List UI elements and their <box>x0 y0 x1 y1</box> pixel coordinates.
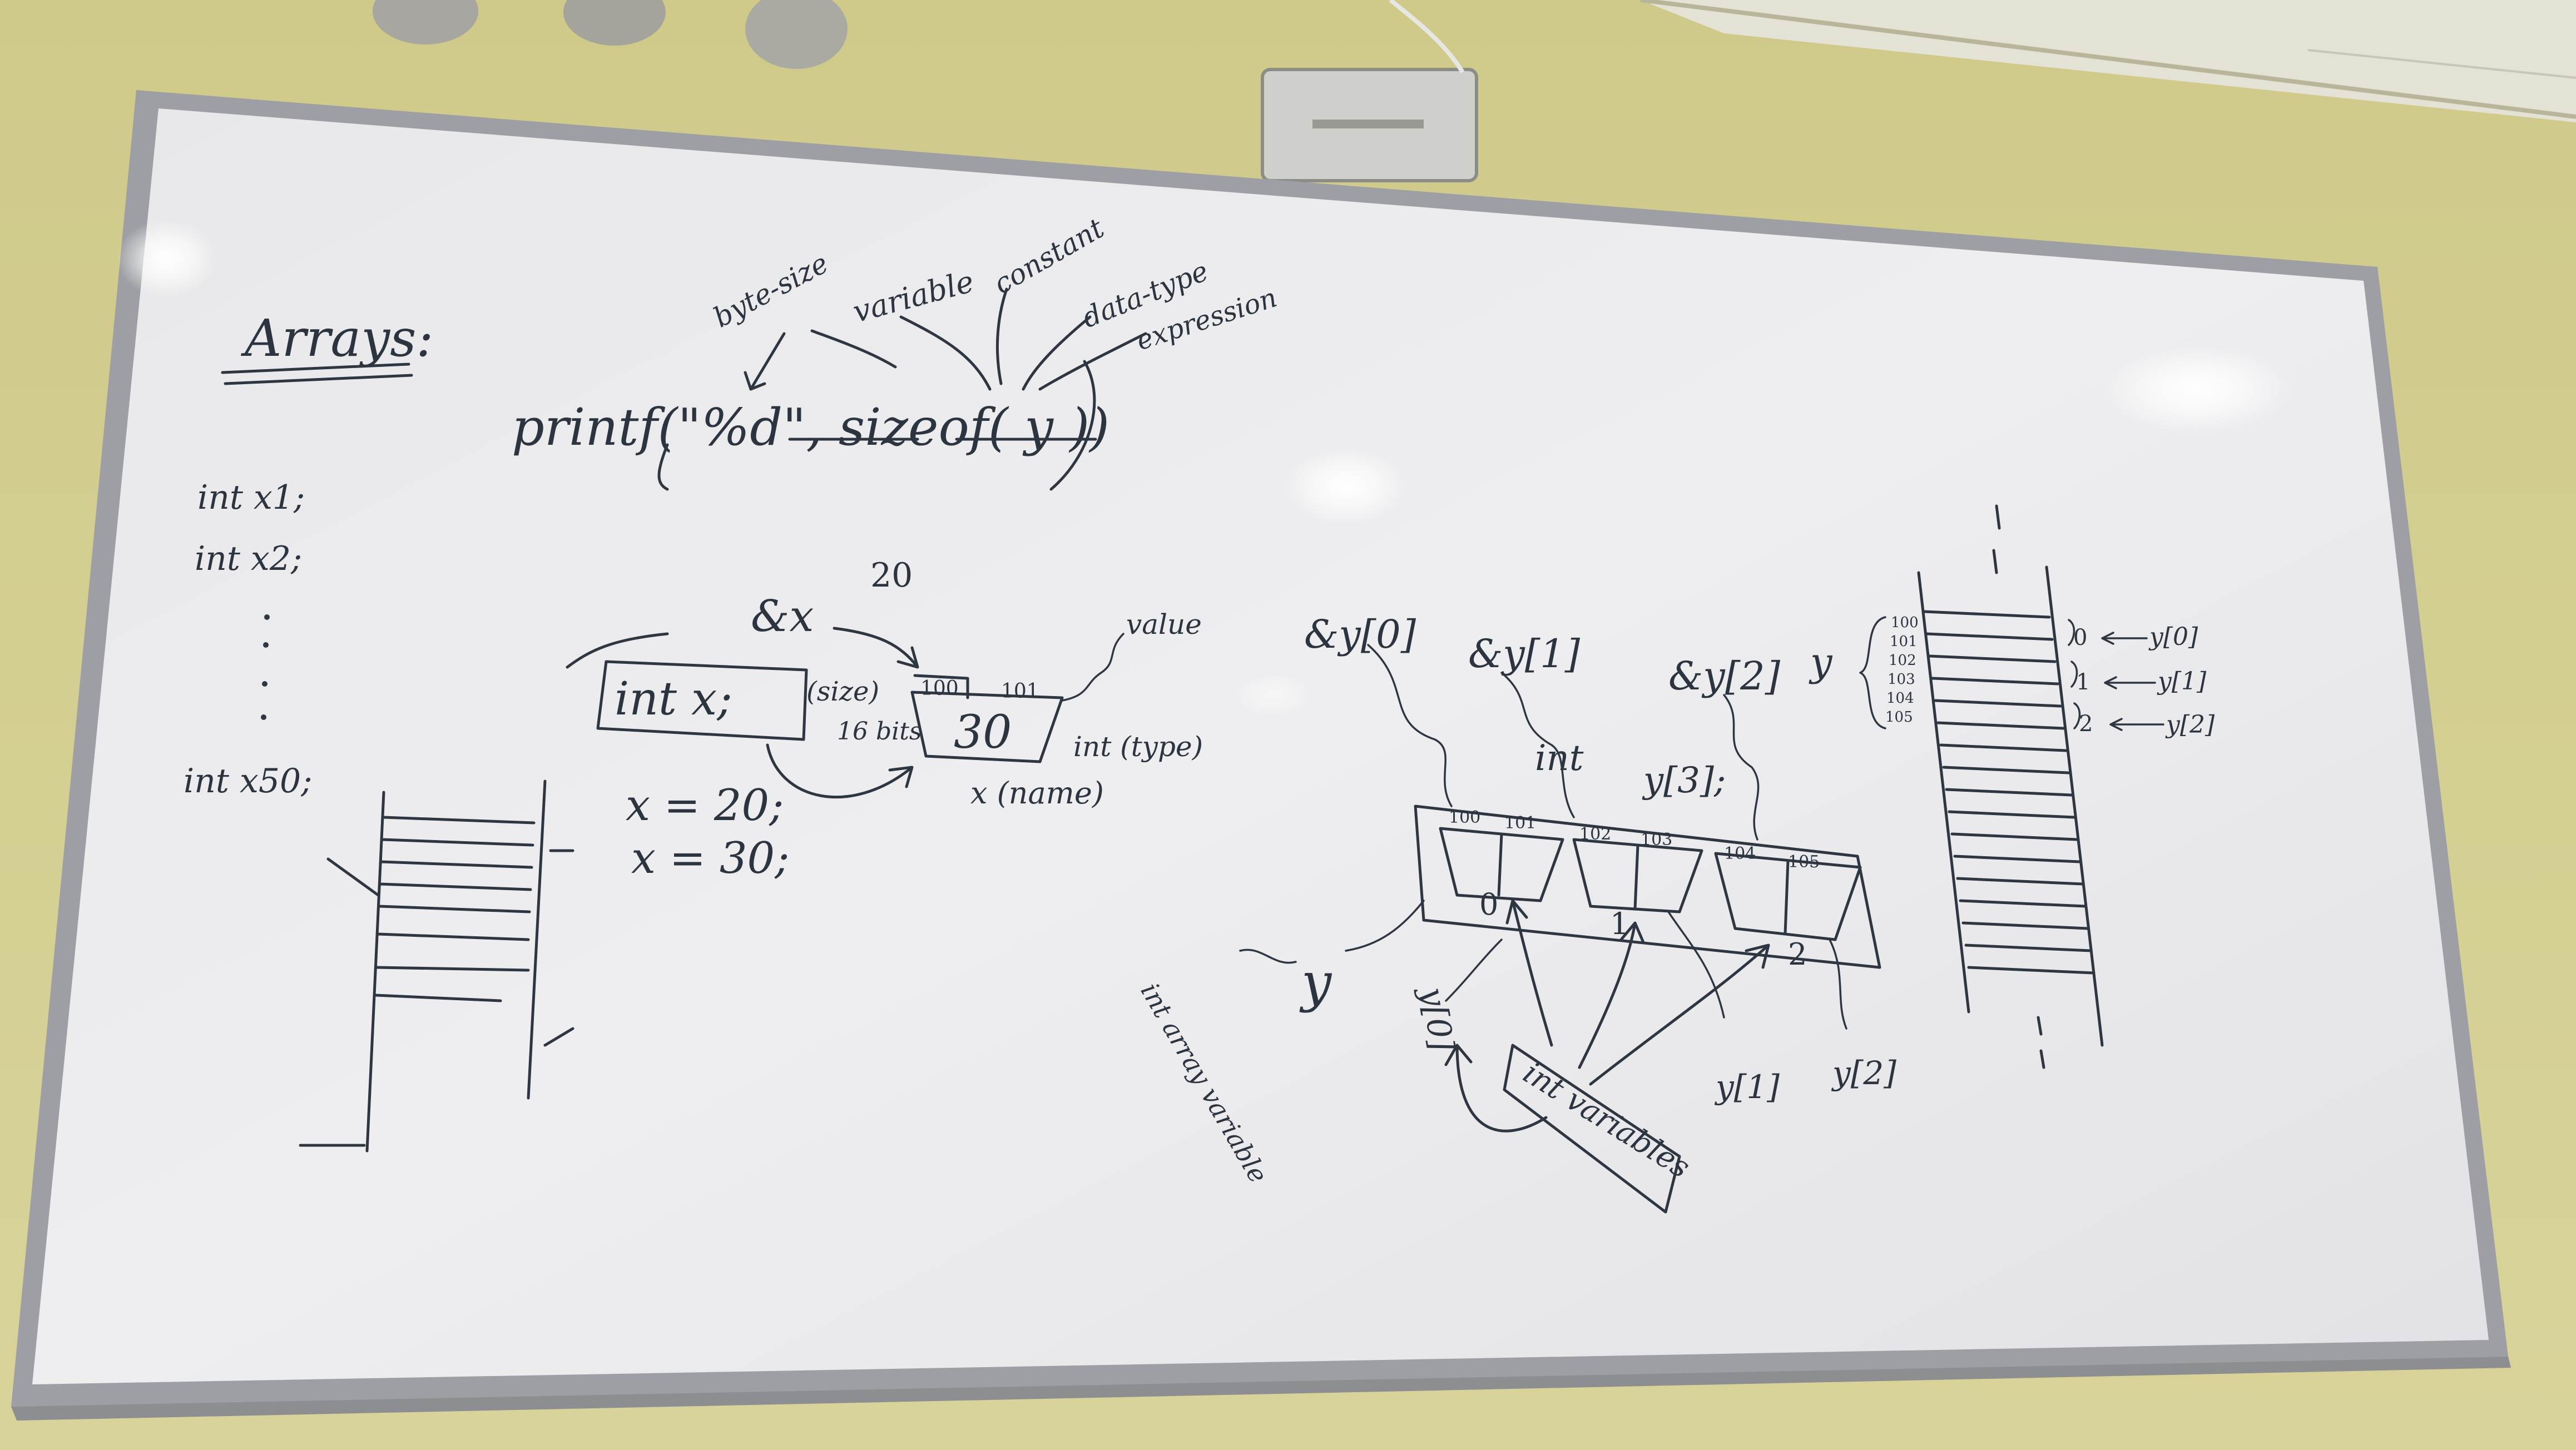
right-memory-column <box>1917 504 2104 1069</box>
array-index-1: 1 <box>1610 906 1629 941</box>
mem-addr-102: 102 <box>1889 652 1916 669</box>
declaration-box <box>566 632 808 741</box>
dot-3 <box>262 681 267 687</box>
glare-left <box>117 220 217 297</box>
name-label: x (name) <box>970 776 1104 811</box>
element-squiggles <box>1667 911 1847 1030</box>
ceiling-edge <box>1640 0 2576 119</box>
left-memory-column <box>299 779 574 1153</box>
decl-x1: int x1; <box>197 478 305 517</box>
memory-brace <box>1859 616 1886 729</box>
array-addr-102: 102 <box>1579 825 1611 844</box>
array-addr-105: 105 <box>1788 852 1820 872</box>
array-y-variable: y <box>1299 951 1332 1014</box>
array-cell-2 <box>1714 852 1862 941</box>
element-label-y2: y[2] <box>1831 1054 1896 1092</box>
dot-1 <box>264 614 270 620</box>
element-label-y1: y[1] <box>1714 1068 1780 1106</box>
cell-address-101: 101 <box>1001 680 1039 703</box>
title-underline <box>221 362 413 385</box>
int-variables-arrows <box>1444 899 1770 1133</box>
size-label: (size) <box>806 676 879 707</box>
glare-right <box>2102 345 2291 434</box>
printf-arrows <box>657 287 1147 491</box>
ceiling-speaker-2 <box>563 0 666 46</box>
address-y1: &y[1] <box>1468 631 1581 677</box>
value-label: value <box>1126 608 1202 640</box>
mem-addr-105: 105 <box>1885 709 1913 726</box>
array-index-2: 2 <box>1788 937 1807 972</box>
glare-mid <box>1235 673 1312 717</box>
value-squiggle <box>1061 633 1124 702</box>
projector-vent <box>1312 120 1424 128</box>
array-outer-box <box>1414 805 1881 969</box>
mem-addr-104: 104 <box>1886 690 1914 707</box>
assignment-x30: x = 30; <box>631 833 789 883</box>
mem-addr-101: 101 <box>1890 633 1918 650</box>
array-addr-104: 104 <box>1724 844 1756 863</box>
mem-index-2: 2 <box>2079 711 2093 737</box>
ceiling-speaker-1 <box>373 0 478 44</box>
array-index-0: 0 <box>1479 887 1498 922</box>
mem-index-0: 0 <box>2073 625 2087 650</box>
type-label: int (type) <box>1073 731 1203 763</box>
address-y0: &y[0] <box>1304 612 1416 657</box>
board-title: Arrays: <box>240 309 433 368</box>
dot-4 <box>261 714 266 720</box>
mem-addr-100: 100 <box>1891 614 1919 631</box>
array-addr-100: 100 <box>1449 808 1480 827</box>
dot-2 <box>263 642 269 648</box>
number-20: 20 <box>870 556 913 595</box>
address-of-x: &x <box>751 592 814 642</box>
mem-label-y2: y[2] <box>2165 711 2215 739</box>
mem-addr-103: 103 <box>1888 671 1915 688</box>
array-y-label: y <box>1809 639 1833 685</box>
memory-cell-box <box>910 674 1064 763</box>
mem-label-y1: y[1] <box>2157 667 2207 696</box>
marker-tray <box>11 1357 2511 1421</box>
mem-index-1: 1 <box>2076 669 2090 695</box>
bits-label: 16 bits <box>837 717 922 746</box>
array-addr-101: 101 <box>1504 813 1536 833</box>
array-cell-0 <box>1439 827 1564 902</box>
decl-x2: int x2; <box>195 539 302 578</box>
address-of-x-arrow <box>833 627 919 669</box>
array-addr-103: 103 <box>1641 830 1672 850</box>
ceiling-tile-line <box>2307 49 2576 79</box>
glare-center <box>1285 448 1407 525</box>
memory-right-braces <box>2068 619 2081 729</box>
cell-address-100: 100 <box>920 677 959 700</box>
array-cell-1 <box>1572 838 1703 913</box>
decl-x50: int x50; <box>184 762 312 801</box>
int-variables-box <box>1503 1044 1681 1214</box>
assignment-x20: x = 20; <box>626 781 784 831</box>
array-declaration: y[3]; <box>1642 760 1726 801</box>
assign-arrow <box>766 743 914 799</box>
array-variable-arrows <box>1239 900 1503 1002</box>
address-y2: &y[2] <box>1668 653 1781 699</box>
declaration-int-x: int x; <box>615 673 732 726</box>
whiteboard-surface <box>32 108 2489 1384</box>
mem-label-y0: y[0] <box>2148 623 2198 651</box>
projector-cable <box>1389 0 1465 74</box>
mem-label-arrows <box>2101 632 2164 731</box>
memory-y-label: y <box>1810 675 1811 676</box>
printf-line: printf("%d", sizeof( y )) <box>512 398 1109 457</box>
ceiling-speaker-3 <box>745 0 848 69</box>
cell-value: 30 <box>954 706 1012 759</box>
array-squiggles <box>1367 644 1760 841</box>
